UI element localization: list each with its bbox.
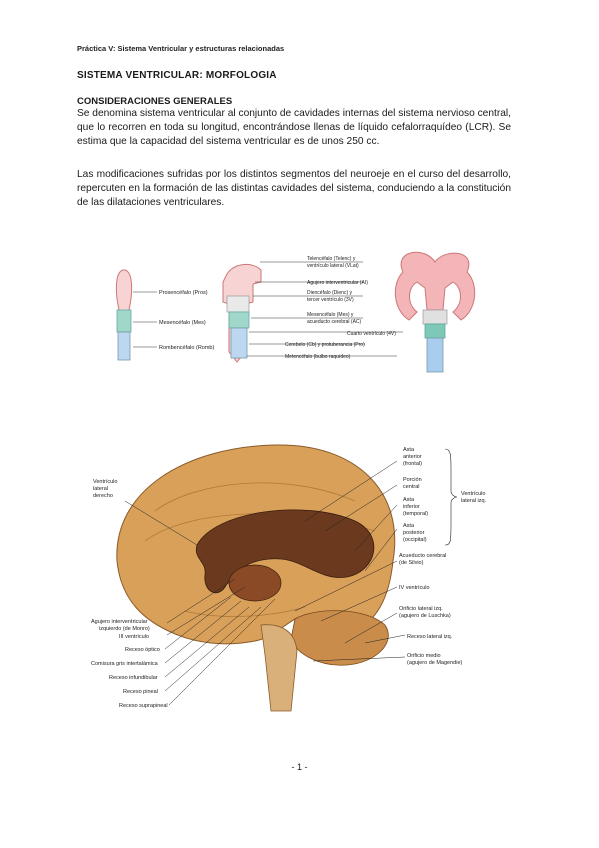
label-metencefalo: Metencéfalo (bulbo raquídeo) [285, 354, 351, 360]
label-tercer-ventriculo: tercer ventrículo (3V) [307, 297, 354, 303]
label-vl-derecho-1: Ventrículo [93, 479, 117, 485]
lateral-ventricle [195, 509, 375, 594]
label-asta-posterior-3: (occipital) [403, 537, 427, 543]
label-vl-izq-2: lateral izq. [461, 498, 487, 504]
label-ventriculo-lateral: ventrículo lateral (VLat) [307, 263, 359, 269]
figure1-leader-lines [133, 261, 403, 357]
figure-embryology: Prosencéfalo (Pros) Mesencéfalo (Mes) Ro… [85, 232, 508, 384]
figure-brain-ventricles: Ventrículo lateral derecho Asta anterior… [85, 411, 508, 733]
label-acueducto-1: Acueducto cerebral [399, 553, 446, 559]
label-receso-infundibular: Receso infundibular [109, 675, 158, 681]
paragraph-2: Las modificaciones sufridas por los dist… [77, 169, 511, 208]
label-asta-inferior-1: Asta [403, 497, 415, 503]
label-receso-lateral: Receso lateral izq. [407, 634, 453, 640]
page-number: - 1 - [291, 762, 308, 772]
third-ventricle [228, 564, 282, 602]
cerebellum [290, 610, 389, 666]
label-orificio-lateral-1: Orificio lateral izq. [399, 606, 443, 612]
label-asta-inferior-3: (temporal) [403, 511, 428, 517]
neural-tube-mature [394, 251, 476, 373]
label-comisura-gris: Comisura gris intertalámica [91, 661, 159, 667]
label-cerebelo: Cerebelo (Cb) y protuberancia (Pro) [285, 342, 365, 348]
label-diencefalo: Diencéfalo (Dienc) y [307, 290, 353, 296]
label-agujero-interventricular: Agujero interventricular (AI) [307, 280, 368, 286]
label-acueducto: acueducto cerebral (AC) [307, 319, 362, 325]
brainstem [260, 624, 298, 712]
neural-tube-middle [222, 264, 262, 363]
paragraph-1: Se denomina sistema ventricular al conju… [77, 108, 511, 147]
label-orificio-lateral-2: (agujero de Luschka) [399, 613, 451, 619]
label-receso-optico: Receso óptico [125, 647, 160, 653]
section-title: SISTEMA VENTRICULAR: MORFOLOGIA [77, 70, 277, 81]
label-acueducto-2: (de Silvio) [399, 560, 424, 566]
label-rombencefalo: Rombencéfalo (Romb) [159, 345, 214, 351]
label-asta-anterior-1: Asta [403, 447, 415, 453]
figure2-leader-lines [124, 460, 406, 706]
label-receso-pineal: Receso pineal [123, 689, 158, 695]
label-iv-ventriculo: IV ventrículo [399, 585, 430, 591]
label-porcion-central-1: Porción [403, 477, 422, 483]
label-asta-posterior-2: posterior [403, 530, 425, 536]
label-iii-ventriculo: III ventrículo [119, 634, 149, 640]
label-prosencefalo: Prosencéfalo (Pros) [159, 290, 208, 296]
section-subtitle: CONSIDERACIONES GENERALES [77, 96, 233, 107]
label-mesencefalo-2: Mesencéfalo (Mes) y [307, 312, 354, 318]
label-agujero-monro-2: izquierdo (de Monro) [99, 626, 150, 632]
label-receso-suprapineal: Receso suprapineal [119, 703, 168, 709]
page-header: Práctica V: Sistema Ventricular y estruc… [77, 44, 285, 53]
label-vl-derecho-3: derecho [93, 493, 113, 499]
label-vl-izq-1: Ventrículo [461, 491, 485, 497]
label-porcion-central-2: central [403, 484, 420, 490]
label-orificio-medio-1: Orificio medio [407, 653, 441, 659]
label-cuarto-ventriculo: Cuarto ventrículo (4V) [347, 331, 396, 337]
lateral-ventricle-brace [444, 448, 458, 546]
label-asta-anterior-2: anterior [403, 454, 422, 460]
label-asta-anterior-3: (frontal) [403, 461, 422, 467]
label-asta-inferior-2: inferior [403, 504, 420, 510]
neural-tube-early [115, 269, 133, 361]
label-agujero-monro-1: Agujero interventricular [91, 619, 148, 625]
label-vl-derecho-2: lateral [93, 486, 108, 492]
label-telencefalo: Telencéfalo (Telenc) y [307, 256, 356, 262]
label-mesencefalo: Mesencéfalo (Mes) [159, 320, 206, 326]
label-asta-posterior-1: Asta [403, 523, 415, 529]
label-orificio-medio-2: (agujero de Magendie) [407, 660, 463, 666]
